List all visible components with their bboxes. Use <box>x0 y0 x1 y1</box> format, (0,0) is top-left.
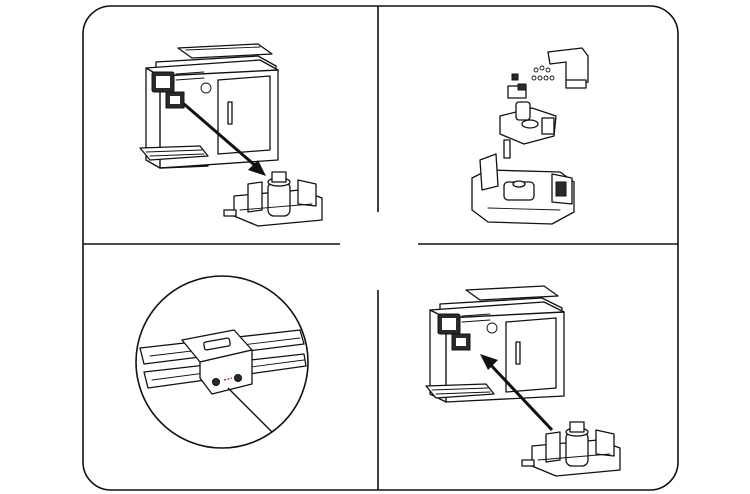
exploded-view-illustration <box>471 47 589 225</box>
coffee-machine-illustration-2 <box>425 285 565 403</box>
panel-top-right <box>471 47 589 225</box>
magnified-latch-circle <box>135 275 309 449</box>
figure-frame <box>82 5 679 491</box>
brewing-unit-illustration-2 <box>521 421 621 477</box>
panel-top-left <box>139 43 323 227</box>
brewing-unit-illustration <box>223 171 323 227</box>
panel-bottom-left <box>135 275 309 449</box>
panel-bottom-right <box>425 285 621 477</box>
removal-arrow <box>183 102 266 176</box>
insertion-arrow <box>480 354 554 432</box>
coffee-machine-illustration <box>139 43 279 169</box>
